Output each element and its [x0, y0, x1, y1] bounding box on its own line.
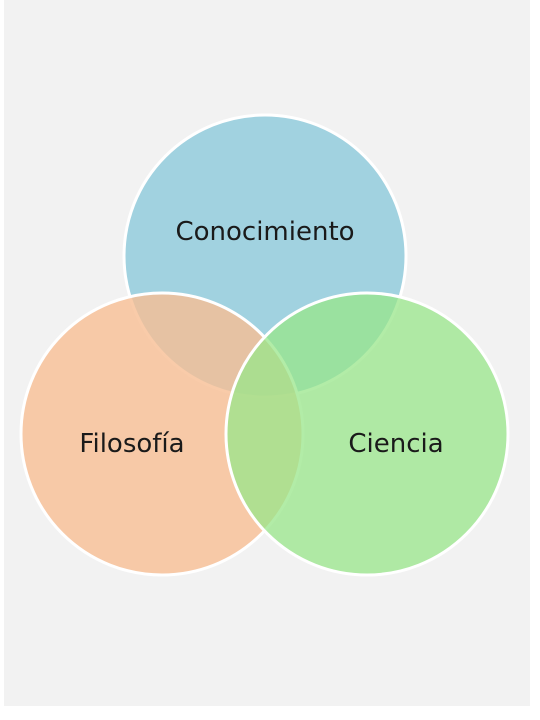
label-conocimiento: Conocimiento	[175, 217, 354, 247]
circle-ciencia	[224, 291, 510, 577]
label-ciencia: Ciencia	[348, 429, 443, 459]
label-filosofia: Filosofía	[79, 429, 184, 459]
